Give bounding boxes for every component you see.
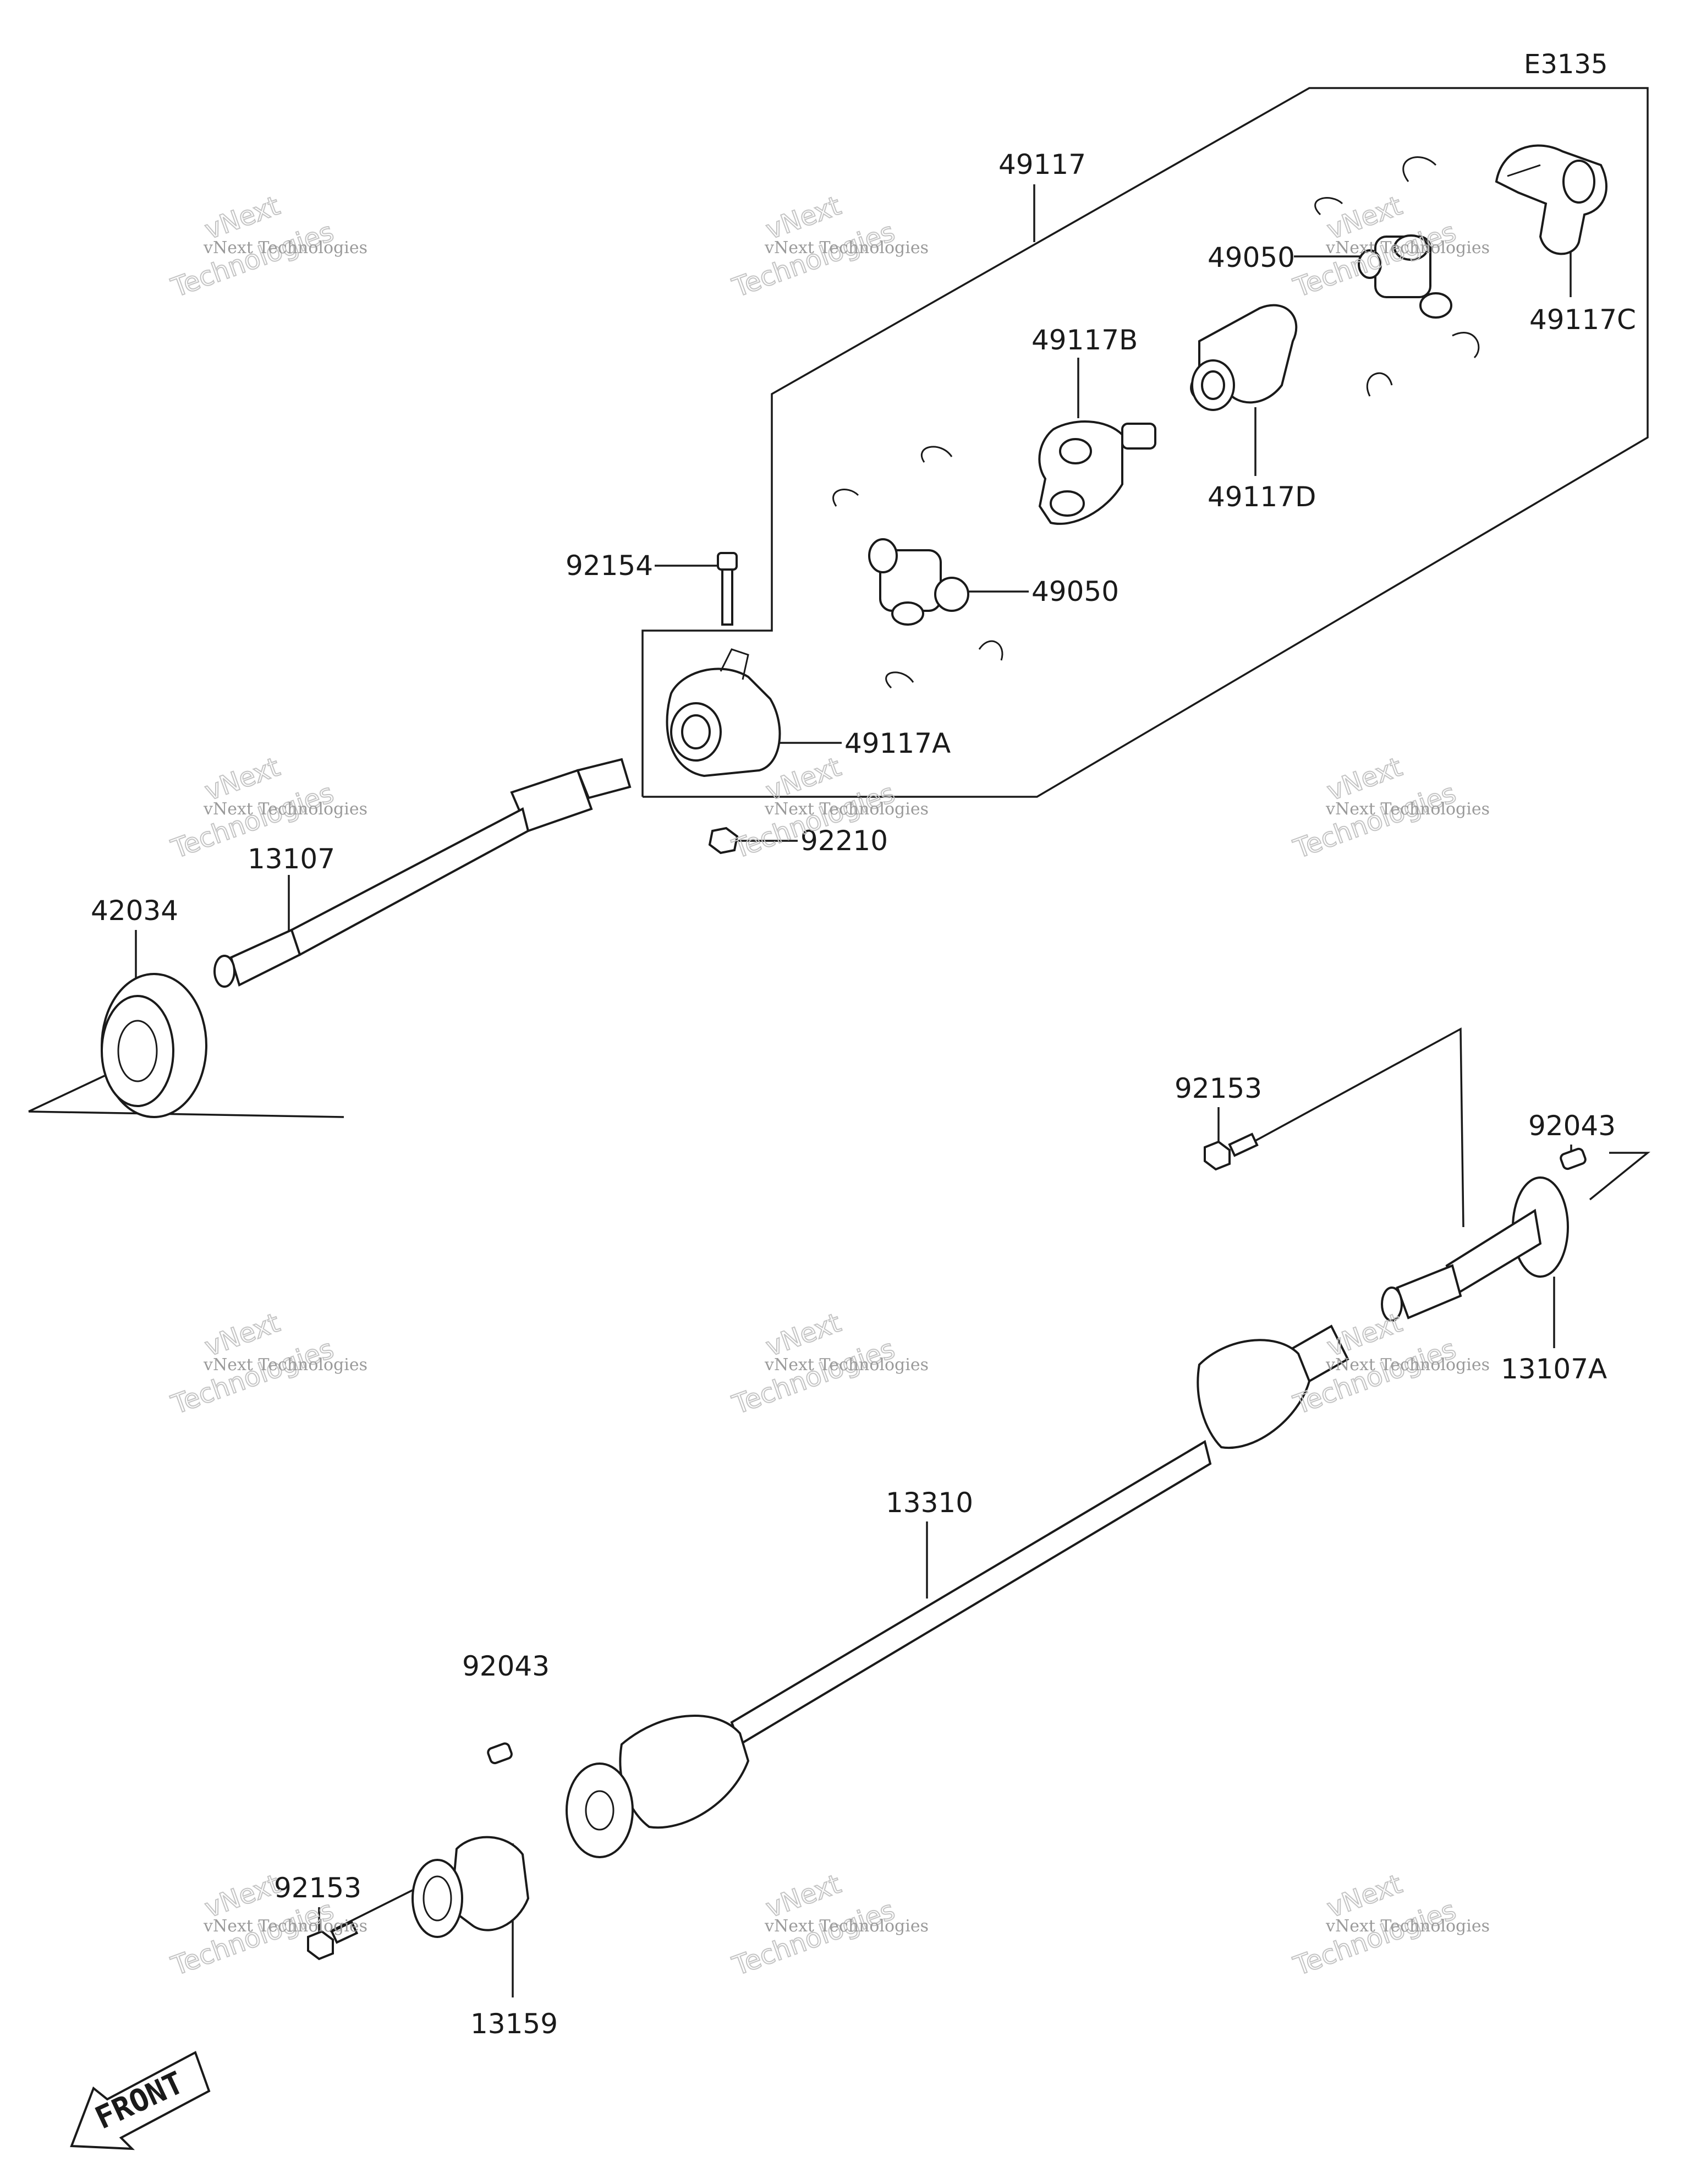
label-92043-left: 92043: [462, 1650, 550, 1682]
axis-line-left: [28, 1075, 105, 1113]
yoke-49117C-shape: [1495, 144, 1607, 255]
label-92153-right: 92153: [1175, 1072, 1262, 1104]
label-49117A: 49117A: [844, 727, 951, 759]
watermark-line1: vNext Technologies: [764, 1355, 929, 1375]
flange-13159-shape: [411, 1836, 530, 1938]
label-49117D: 49117D: [1208, 481, 1316, 513]
label-13159: 13159: [470, 2008, 558, 2040]
label-49050-mid: 49050: [1031, 576, 1119, 607]
dowel-92043-left-shape: [487, 1742, 513, 1765]
assembly-outline: [641, 87, 1649, 798]
bolt-92154-shape: [717, 552, 738, 626]
watermark-line1: vNext Technologies: [203, 1355, 367, 1375]
watermark-line1: vNext Technologies: [1325, 800, 1490, 819]
watermark-line1: vNext Technologies: [764, 800, 929, 819]
label-92043-right: 92043: [1528, 1110, 1616, 1142]
watermark-line1: vNext Technologies: [764, 238, 929, 258]
watermark-line1: vNext Technologies: [764, 1917, 929, 1936]
label-42034: 42034: [91, 895, 178, 927]
dowel-92043-right-shape: [1560, 1147, 1587, 1170]
bolt-92153-left-shape: [307, 1920, 359, 1961]
axis-line-left-base: [28, 1110, 344, 1118]
part-shapes: [101, 144, 1607, 1961]
front-arrow: FRONT: [70, 2051, 211, 2150]
label-49117C: 49117C: [1529, 304, 1636, 336]
snap-rings-shape: [832, 156, 1480, 689]
yoke-49117D-shape: [1190, 304, 1298, 411]
watermark-line1: vNext Technologies: [1325, 1355, 1490, 1375]
label-13107: 13107: [248, 843, 335, 875]
watermark-line1: vNext Technologies: [1325, 1917, 1490, 1936]
label-49117B: 49117B: [1031, 324, 1138, 356]
label-92153-left: 92153: [274, 1872, 361, 1904]
axis-line-right-end: [1589, 1152, 1650, 1201]
diagram-code: E3135: [1524, 49, 1607, 80]
spider-49050-top-shape: [1358, 234, 1452, 319]
axis-line-right-bracket: [1243, 1027, 1464, 1228]
spider-49050-mid-shape: [868, 538, 969, 626]
label-49117: 49117: [998, 149, 1086, 180]
watermark-line1: vNext Technologies: [1325, 238, 1490, 258]
label-92154: 92154: [566, 550, 653, 582]
flange-42034-shape: [101, 973, 207, 1118]
label-13310: 13310: [886, 1487, 973, 1519]
part-labels: 49117 49050 49117C 49117B 49117D 92154 4…: [91, 149, 1636, 2040]
leader-lines: [28, 184, 1650, 1997]
yoke-49117A-shape: [666, 648, 781, 778]
label-13107A: 13107A: [1501, 1353, 1607, 1385]
label-92210: 92210: [800, 825, 888, 857]
watermark-line1: vNext Technologies: [203, 800, 367, 819]
shaft-13107A-shape: [1381, 1176, 1569, 1322]
shaft-13107-shape: [213, 758, 632, 988]
watermark-line1: vNext Technologies: [203, 238, 367, 258]
watermark-line1: vNext Technologies: [203, 1917, 367, 1936]
bolt-92153-right-shape: [1204, 1132, 1259, 1171]
nut-92210-shape: [708, 826, 739, 855]
yoke-49117B-shape: [1038, 420, 1156, 525]
label-49050-top: 49050: [1208, 242, 1295, 273]
axle-13310-shape: [566, 1324, 1349, 1858]
